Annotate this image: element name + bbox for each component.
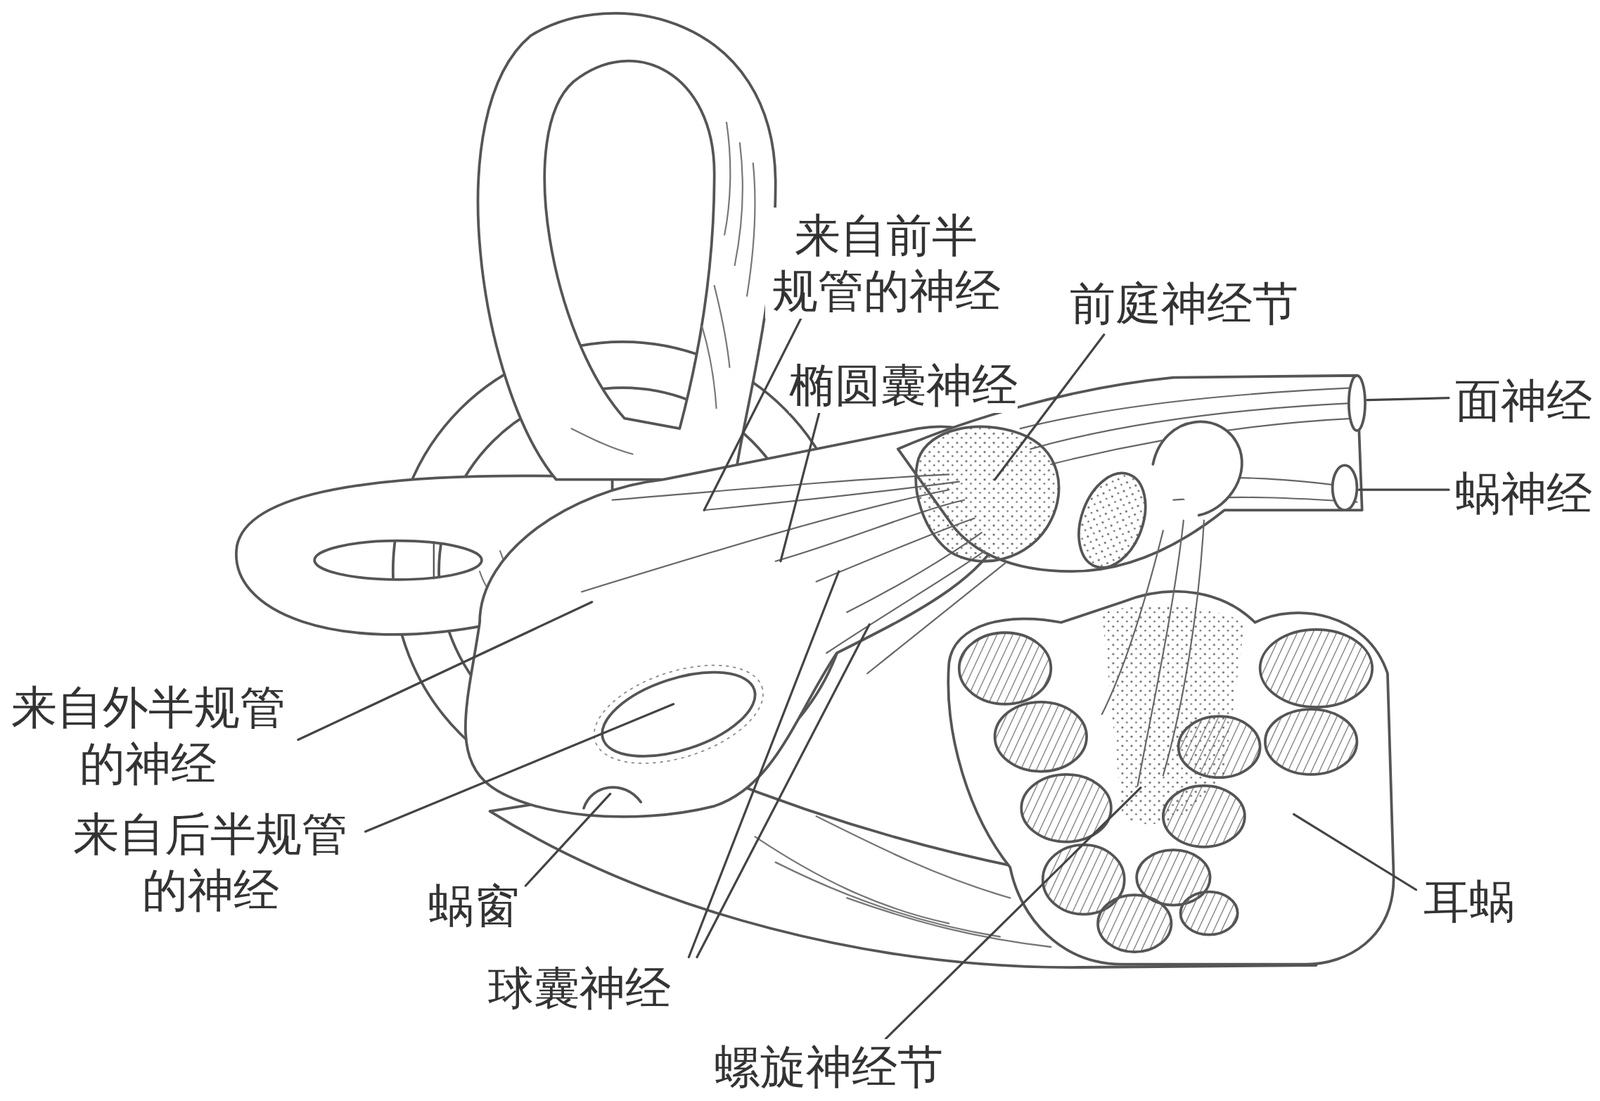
anterior-canal xyxy=(478,13,776,480)
part-label: 面神经 xyxy=(1455,372,1593,429)
part-label: 球囊神经 xyxy=(488,960,671,1016)
round-window xyxy=(583,786,641,809)
cochlear-turns xyxy=(959,629,1373,952)
vestibular-ganglion xyxy=(915,426,1059,561)
facial-nerve-end xyxy=(1348,375,1366,431)
part-label: 前庭神经节 xyxy=(1069,275,1299,332)
part-label: 来自外半规管 的神经 xyxy=(4,679,293,792)
part-label: 来自前半 规管的神经 xyxy=(765,207,1008,320)
part-label: 椭圆囊神经 xyxy=(789,357,1018,413)
part-label: 螺旋神经节 xyxy=(714,1038,944,1095)
part-label: 蜗窗 xyxy=(428,877,520,934)
cochlear-nerve-end xyxy=(1332,464,1358,510)
leader-lines xyxy=(298,318,1449,1039)
oval-window xyxy=(592,655,766,773)
part-label: 蜗神经 xyxy=(1455,465,1593,522)
part-label: 来自后半规管 的神经 xyxy=(66,805,355,918)
part-label: 耳蜗 xyxy=(1423,873,1515,930)
nerve-section xyxy=(1066,463,1158,577)
facial-nerve xyxy=(1152,421,1243,516)
cochlea xyxy=(948,591,1394,965)
